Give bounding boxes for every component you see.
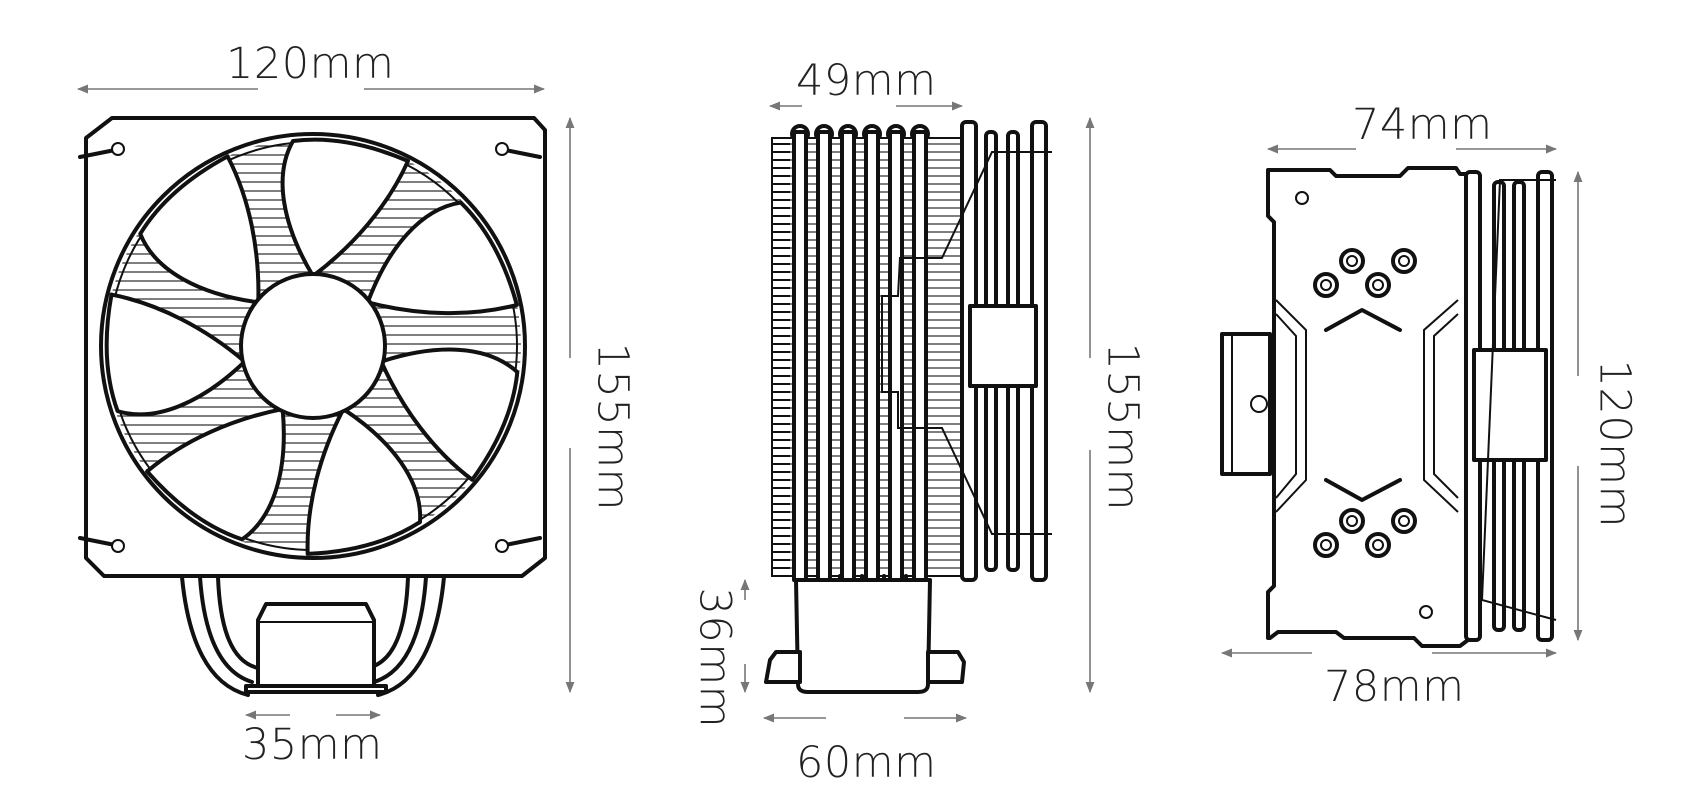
fan-blades xyxy=(104,137,520,556)
heatpipe xyxy=(840,130,856,582)
fan-blade xyxy=(145,407,286,542)
side-total-depth-label: 60mm xyxy=(796,738,937,788)
right-groove xyxy=(1423,299,1459,513)
heatpipe-ring xyxy=(1313,272,1339,298)
fan-hub xyxy=(239,272,387,420)
heatpipe-ends xyxy=(1313,248,1417,558)
mount-left xyxy=(764,650,802,684)
left-groove-inner xyxy=(1275,313,1297,499)
mount-right xyxy=(926,650,966,684)
heatpipe-core xyxy=(1398,515,1410,527)
heatpipe-core xyxy=(1398,255,1410,267)
fan-blade xyxy=(379,347,520,482)
top-clip-wire xyxy=(1480,179,1557,621)
heatpipe-ring xyxy=(1339,248,1365,274)
top-cover-plate xyxy=(1266,166,1470,648)
top-fan-hub xyxy=(1472,348,1548,462)
top-depth-label: 74mm xyxy=(1352,100,1493,150)
cover-hole xyxy=(1295,191,1309,205)
top-fan-label: 120mm xyxy=(1589,359,1640,528)
mount-hole xyxy=(1250,395,1268,413)
front-base-label: 35mm xyxy=(242,720,383,770)
side-height-label: 155mm xyxy=(1097,342,1148,511)
heatpipe-core xyxy=(1346,515,1358,527)
heatpipe xyxy=(216,575,260,670)
fan-blade xyxy=(365,200,519,316)
heatpipe-ring xyxy=(1339,508,1365,534)
heatpipe xyxy=(816,130,832,582)
heatpipe xyxy=(912,130,928,582)
heatpipe-ring xyxy=(1391,508,1417,534)
side-view xyxy=(740,101,1095,723)
heatpipe-core xyxy=(1372,539,1384,551)
heatpipe-core xyxy=(1346,255,1358,267)
right-groove-inner xyxy=(1433,313,1459,499)
fan-blade xyxy=(138,154,261,305)
fan-clips xyxy=(78,142,542,553)
heatpipe xyxy=(792,130,808,582)
heatpipe-ring xyxy=(1391,248,1417,274)
heatpipe xyxy=(198,575,254,684)
base-block xyxy=(256,602,376,688)
heatpipe-ring xyxy=(1313,532,1339,558)
heatpipe-core xyxy=(1320,539,1332,551)
chevron-bottom xyxy=(1324,478,1402,502)
heatpipe-core xyxy=(1372,279,1384,291)
top-view xyxy=(1220,144,1583,658)
heatpipe xyxy=(372,575,428,684)
cover-hole xyxy=(1419,605,1433,619)
side-base-height-label: 36mm xyxy=(689,587,740,729)
chevron-top xyxy=(1324,308,1402,332)
left-groove xyxy=(1275,299,1307,513)
front-width-label: 120mm xyxy=(226,39,395,89)
heatpipe xyxy=(864,130,880,582)
mount-bracket xyxy=(1220,332,1272,476)
heatpipe-core xyxy=(1320,279,1332,291)
side-depth-label: 49mm xyxy=(796,56,937,106)
base-block-side xyxy=(794,578,932,694)
front-height-label: 155mm xyxy=(587,342,638,511)
fan-blade xyxy=(305,407,423,556)
fan-clip-wire xyxy=(881,151,1052,535)
heatpipe-ring xyxy=(1365,532,1391,558)
top-total-label: 78mm xyxy=(1324,662,1465,712)
heatpipe xyxy=(888,130,904,582)
heatpipe xyxy=(180,575,250,697)
base-plate xyxy=(244,684,388,694)
fan-blade xyxy=(104,292,247,417)
fan-ring xyxy=(99,132,527,560)
fan-hub-side xyxy=(968,304,1038,388)
heatpipe-ring xyxy=(1365,272,1391,298)
heatpipes-vertical xyxy=(792,130,928,582)
front-view xyxy=(76,84,575,720)
fan-blade xyxy=(280,137,410,278)
heatpipe xyxy=(376,575,446,697)
